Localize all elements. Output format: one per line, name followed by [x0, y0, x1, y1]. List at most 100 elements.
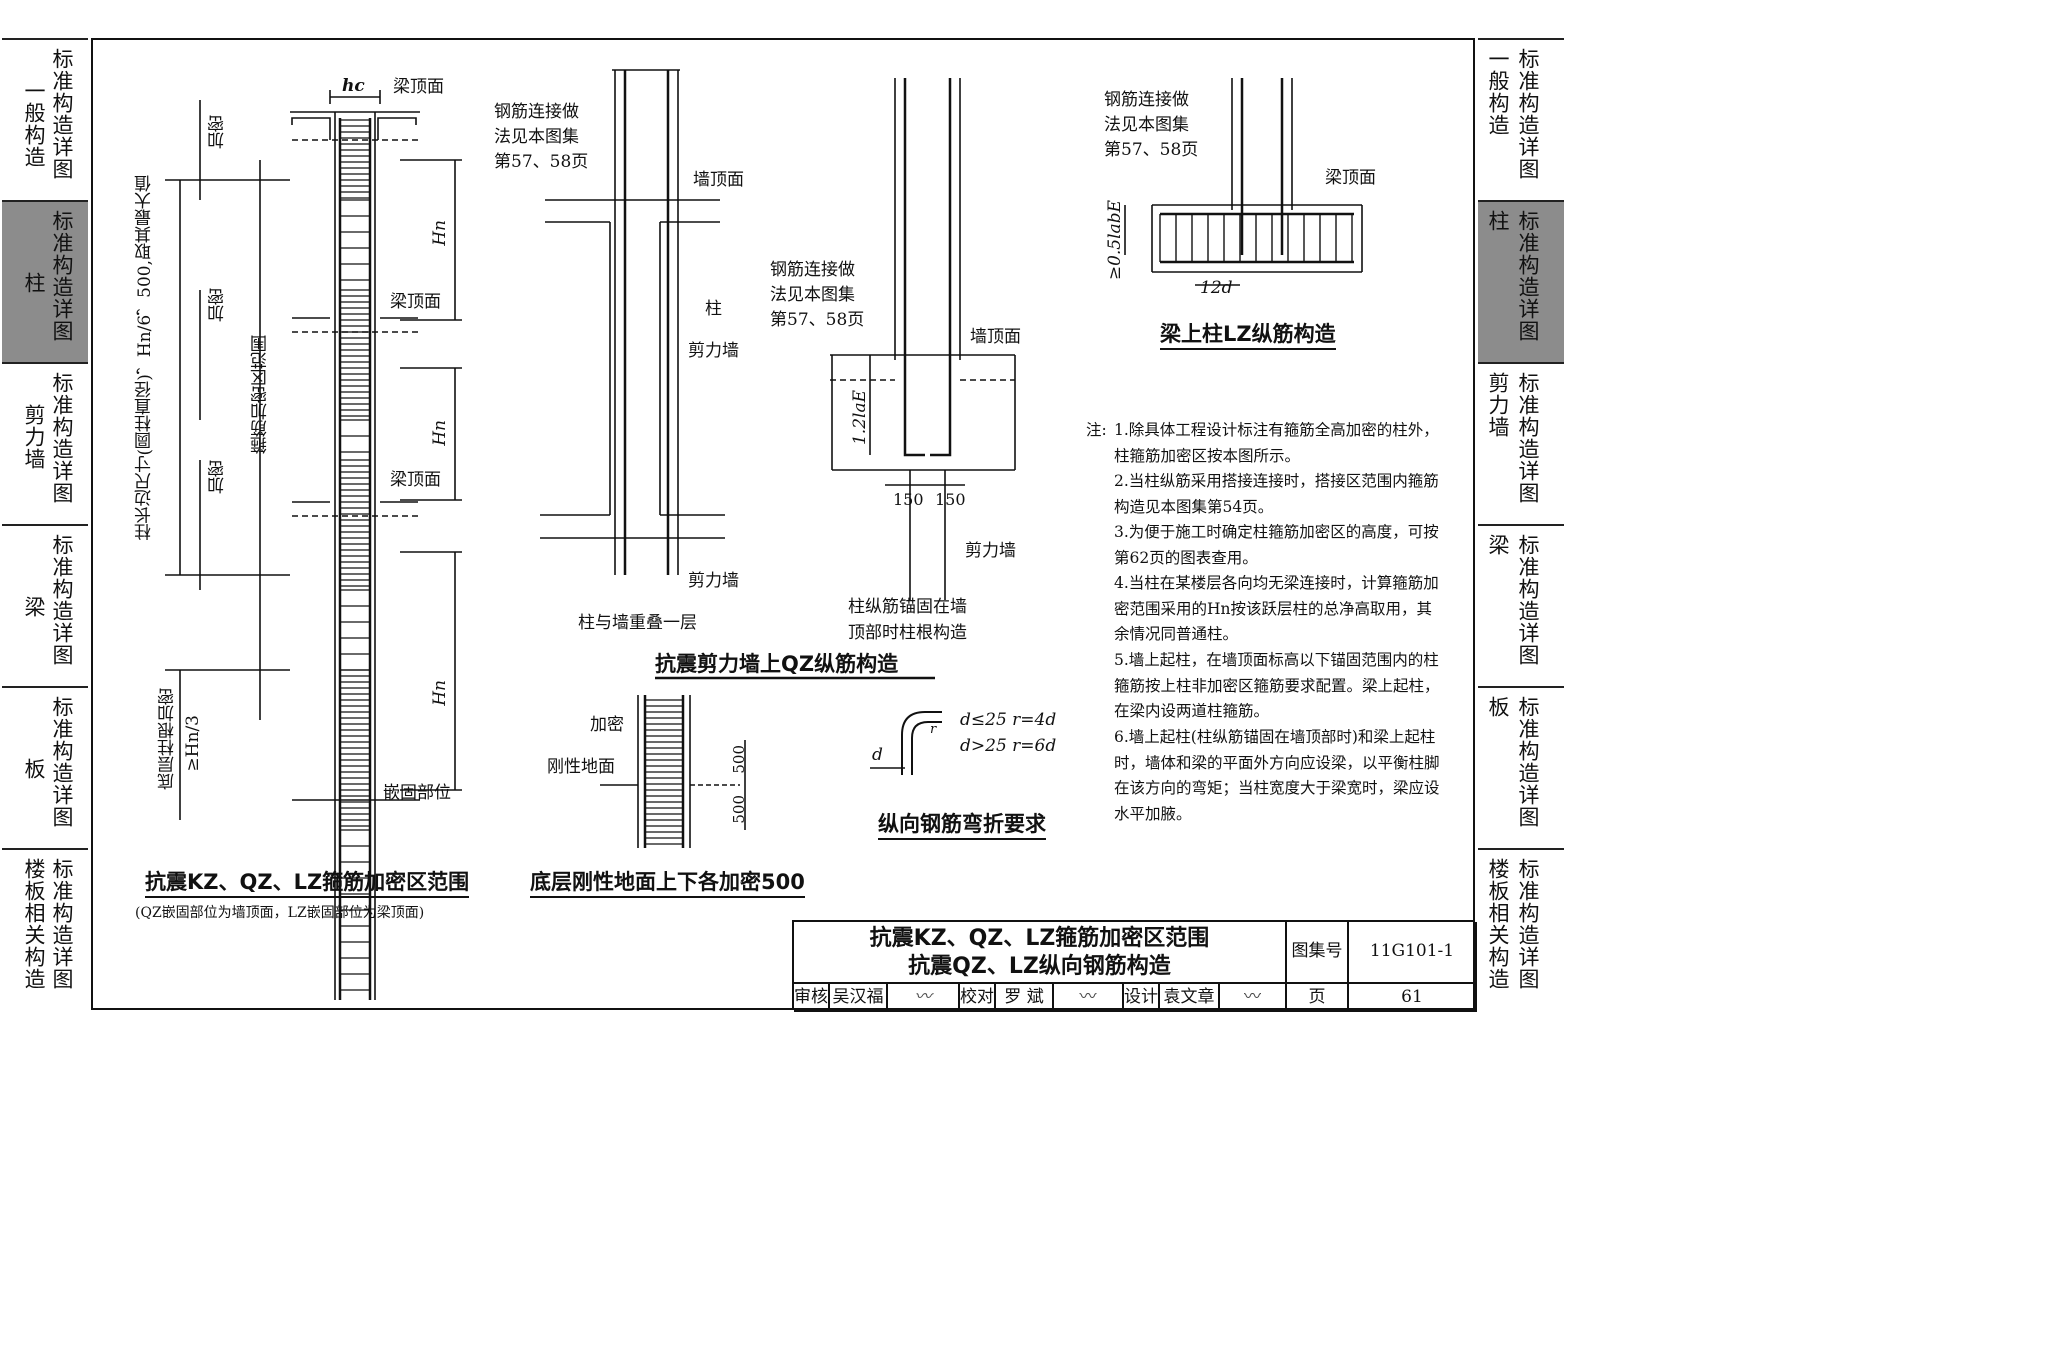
dim-500-b: 500 [730, 795, 748, 824]
dim-12d: 12d [1200, 278, 1233, 298]
reviewer-name: 吴汉福 [830, 984, 888, 1012]
dim-150-a: 150 [893, 490, 924, 509]
caption-wall-qz: 抗震剪力墙上QZ纵筋构造 [655, 652, 899, 676]
conn-note-3-line: 钢筋连接做 [770, 260, 855, 280]
right-tab-4[interactable]: 梁标准构造详图 [1478, 524, 1564, 686]
bar-d-label: d [872, 745, 883, 765]
dense-label-5: 加密 [590, 715, 624, 735]
atlas-label: 图集号 [1287, 922, 1349, 984]
left-tab-5[interactable]: 标准构造详图板 [2, 686, 88, 848]
right-tab-label-b: 标准构造详图 [1516, 48, 1540, 180]
shear-wall-label-2a: 剪力墙 [688, 341, 739, 361]
radius-r-label: r [930, 722, 937, 737]
column-elevation [165, 90, 462, 1000]
note-item: 3.为便于施工时确定柱箍筋加密区的高度，可按第62页的图表查用。 [1114, 523, 1439, 567]
left-tab-label-a: 标准构造详图 [50, 210, 74, 342]
anchor-caption-line: 柱纵筋锚固在墙 [848, 597, 967, 617]
conn-note-2: 钢筋连接做 法见本图集 第57、58页 [494, 100, 588, 175]
anchor-caption-line: 顶部时柱根构造 [848, 623, 967, 643]
shear-wall-label-2b: 剪力墙 [688, 571, 739, 591]
right-tab-3[interactable]: 剪力墙标准构造详图 [1478, 362, 1564, 524]
beam-top-label-3: 梁顶面 [390, 470, 441, 490]
beam-top-label-2: 梁顶面 [390, 292, 441, 312]
stirrup-zone-note: 箍筋加密区范围 [251, 335, 271, 454]
shear-wall-label-3: 剪力墙 [965, 541, 1016, 561]
left-tab-label-a: 标准构造详图 [50, 372, 74, 504]
left-tab-label-a: 标准构造详图 [50, 534, 74, 666]
base-dense-note: 底层柱根加密 [158, 688, 178, 790]
hn-label-1: Hn [430, 220, 450, 246]
beam-stirrups [1159, 214, 1353, 262]
design-label: 设计 [1124, 984, 1160, 1012]
designer-signature: 〰 [1220, 984, 1287, 1012]
wall-top-label-2: 墙顶面 [693, 170, 744, 190]
dense-label-2: 加密 [208, 288, 228, 322]
drawing-linework [165, 69, 1363, 1000]
bend-rule-2: d>25 r=6d [960, 736, 1057, 756]
hc-label: hc [342, 76, 365, 96]
conn-note-4: 钢筋连接做 法见本图集 第57、58页 [1104, 88, 1198, 163]
left-tab-1[interactable]: 标准构造详图一般构造 [2, 38, 88, 200]
title-line-2: 抗震QZ、LZ纵向钢筋构造 [908, 954, 1171, 979]
dense-label-1: 加密 [208, 115, 228, 149]
designer-name: 袁文章 [1160, 984, 1220, 1012]
left-tab-label-b: 梁 [22, 596, 46, 618]
right-tab-5[interactable]: 板标准构造详图 [1478, 686, 1564, 848]
conn-note-3: 钢筋连接做 法见本图集 第57、58页 [770, 258, 864, 333]
beam-top-label-4: 梁顶面 [1325, 168, 1376, 188]
reviewer-signature: 〰 [888, 984, 960, 1012]
right-tab-label-a: 一般构造 [1486, 48, 1510, 136]
notes-label: 注: [1086, 421, 1107, 439]
left-tab-label-b: 一般构造 [22, 80, 46, 168]
right-tab-label-b: 标准构造详图 [1516, 696, 1540, 828]
conn-note-4-line: 钢筋连接做 [1104, 90, 1189, 110]
embed-label: 嵌固部位 [383, 783, 451, 803]
wall-overlap-elevation [540, 69, 725, 575]
drawing-frame [91, 38, 1475, 1010]
right-tab-2[interactable]: 柱标准构造详图 [1478, 200, 1564, 362]
left-tab-6[interactable]: 标准构造详图楼板相关构造 [2, 848, 88, 1010]
dim-150-b: 150 [935, 490, 966, 509]
conn-note-3-line: 第57、58页 [770, 310, 865, 330]
ground-stirrups [645, 699, 683, 845]
caption-beam-lz: 梁上柱LZ纵筋构造 [1160, 318, 1336, 350]
page-number: 61 [1349, 984, 1477, 1012]
wall-anchor-elevation [830, 78, 1016, 600]
left-tab-label-b: 剪力墙 [22, 404, 46, 470]
right-tab-1[interactable]: 一般构造标准构造详图 [1478, 38, 1564, 200]
column-stirrups [340, 119, 370, 991]
hn-label-2: Hn [430, 420, 450, 446]
left-tab-label-b: 楼板相关构造 [22, 858, 46, 990]
right-tab-6[interactable]: 楼板相关构造标准构造详图 [1478, 848, 1564, 1010]
note-item: 2.当柱纵筋采用搭接连接时，搭接区范围内箍筋构造见本图集第54页。 [1114, 472, 1439, 516]
left-tab-3[interactable]: 标准构造详图剪力墙 [2, 362, 88, 524]
checker-signature: 〰 [1054, 984, 1124, 1012]
conn-note-2-line: 第57、58页 [494, 152, 589, 172]
conn-note-2-line: 法见本图集 [494, 127, 579, 147]
note-item: 5.墙上起柱，在墙顶面标高以下锚固范围内的柱箍筋按上柱非加密区箍筋要求配置。梁上… [1114, 651, 1440, 721]
bend-rule-1: d≤25 r=4d [960, 710, 1057, 730]
right-tab-label-a: 柱 [1486, 210, 1510, 232]
column-label: 柱 [705, 299, 722, 319]
note-item: 4.当柱在某楼层各向均无梁连接时，计算箍筋加密范围采用的Hn按该跃层柱的总净高取… [1114, 574, 1439, 644]
dense-length-note: 柱长边尺寸(圆柱直径)，Hn/6，500,取其最大值 [135, 175, 155, 541]
beam-anchor-label: ≥0.5labE [1105, 200, 1125, 281]
caption-bend: 纵向钢筋弯折要求 [878, 808, 1046, 840]
page-label: 页 [1287, 984, 1349, 1012]
note-item: 1.除具体工程设计标注有箍筋全高加密的柱外，柱箍筋加密区按本图所示。 [1114, 421, 1439, 465]
right-tab-label-a: 梁 [1486, 534, 1510, 556]
dim-500-a: 500 [730, 745, 748, 774]
right-tab-label-a: 剪力墙 [1486, 372, 1510, 438]
checker-name: 罗 斌 [996, 984, 1054, 1012]
left-tab-4[interactable]: 标准构造详图梁 [2, 524, 88, 686]
title-block-titles: 抗震KZ、QZ、LZ箍筋加密区范围 抗震QZ、LZ纵向钢筋构造 [794, 922, 1287, 984]
anchor-caption: 柱纵筋锚固在墙 顶部时柱根构造 [848, 594, 967, 646]
dense-label-3: 加密 [208, 460, 228, 494]
check-label: 校对 [960, 984, 996, 1012]
overlap-caption: 柱与墙重叠一层 [578, 613, 697, 633]
left-tab-2[interactable]: 标准构造详图柱 [2, 200, 88, 362]
rigid-ground-label: 刚性地面 [547, 757, 615, 777]
right-tab-label-a: 板 [1486, 696, 1510, 718]
right-tab-label-b: 标准构造详图 [1516, 372, 1540, 504]
hn-label-3: Hn [430, 680, 450, 706]
